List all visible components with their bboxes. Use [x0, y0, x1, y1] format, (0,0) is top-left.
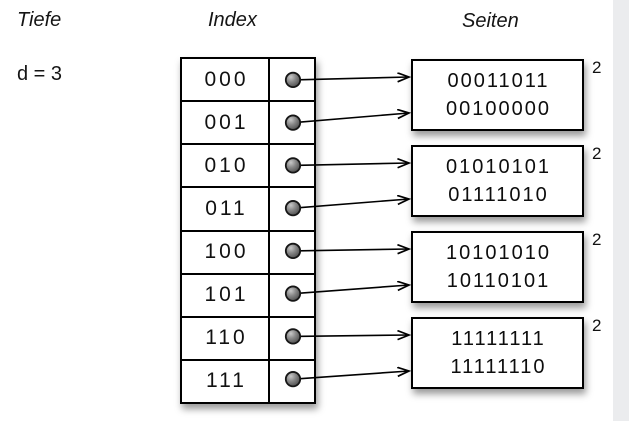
page-box: 01010101 01111010	[411, 145, 584, 217]
index-row: 100	[182, 231, 314, 275]
depth-value-label: d = 3	[17, 63, 63, 85]
index-row-label: 111	[182, 360, 270, 402]
pointer-cell	[270, 102, 314, 143]
index-row-label: 100	[182, 231, 270, 273]
pointer-cell	[270, 145, 314, 186]
page-box: 11111111 11111110	[411, 317, 584, 389]
depth-header-label: Tiefe	[17, 9, 62, 31]
local-depth-badge: 2	[592, 144, 602, 163]
pages-header-label: Seiten	[462, 10, 519, 32]
page-entry: 11111110	[450, 355, 547, 378]
page-entry: 00011011	[447, 69, 550, 92]
index-row: 111	[182, 360, 314, 402]
pointer-cell	[270, 275, 314, 316]
local-depth-badge: 2	[592, 230, 602, 249]
page-box: 10101010 10110101	[411, 231, 584, 303]
pointer-cell	[270, 59, 314, 100]
pointer-cell	[270, 188, 314, 229]
index-row: 010	[182, 145, 314, 189]
local-depth-badge: 2	[592, 58, 602, 77]
slide-edge-strip	[613, 0, 629, 421]
page-entry: 10101010	[446, 241, 551, 264]
index-row-label: 110	[182, 317, 270, 359]
index-row: 000	[182, 59, 314, 103]
index-row-label: 010	[182, 145, 270, 187]
page-entry: 10110101	[446, 269, 551, 292]
index-header-label: Index	[208, 9, 257, 31]
index-row-label: 001	[182, 102, 270, 144]
index-row-label: 000	[182, 59, 270, 101]
index-row: 101	[182, 274, 314, 318]
page-entry: 01010101	[446, 155, 551, 178]
index-row-label: 101	[182, 274, 270, 316]
index-row: 001	[182, 102, 314, 146]
index-table: 000 001 010 011 100 101 110 111	[180, 57, 316, 404]
index-row-label: 011	[182, 188, 270, 230]
pointer-cell	[270, 318, 314, 359]
local-depth-badge: 2	[592, 316, 602, 335]
pointer-cell	[270, 361, 314, 402]
page-entry: 11111111	[451, 327, 546, 350]
index-row: 011	[182, 188, 314, 232]
index-row: 110	[182, 317, 314, 361]
page-entry: 01111010	[448, 183, 549, 206]
page-box: 00011011 00100000	[411, 59, 584, 131]
pointer-cell	[270, 232, 314, 273]
page-entry: 00100000	[446, 97, 551, 120]
